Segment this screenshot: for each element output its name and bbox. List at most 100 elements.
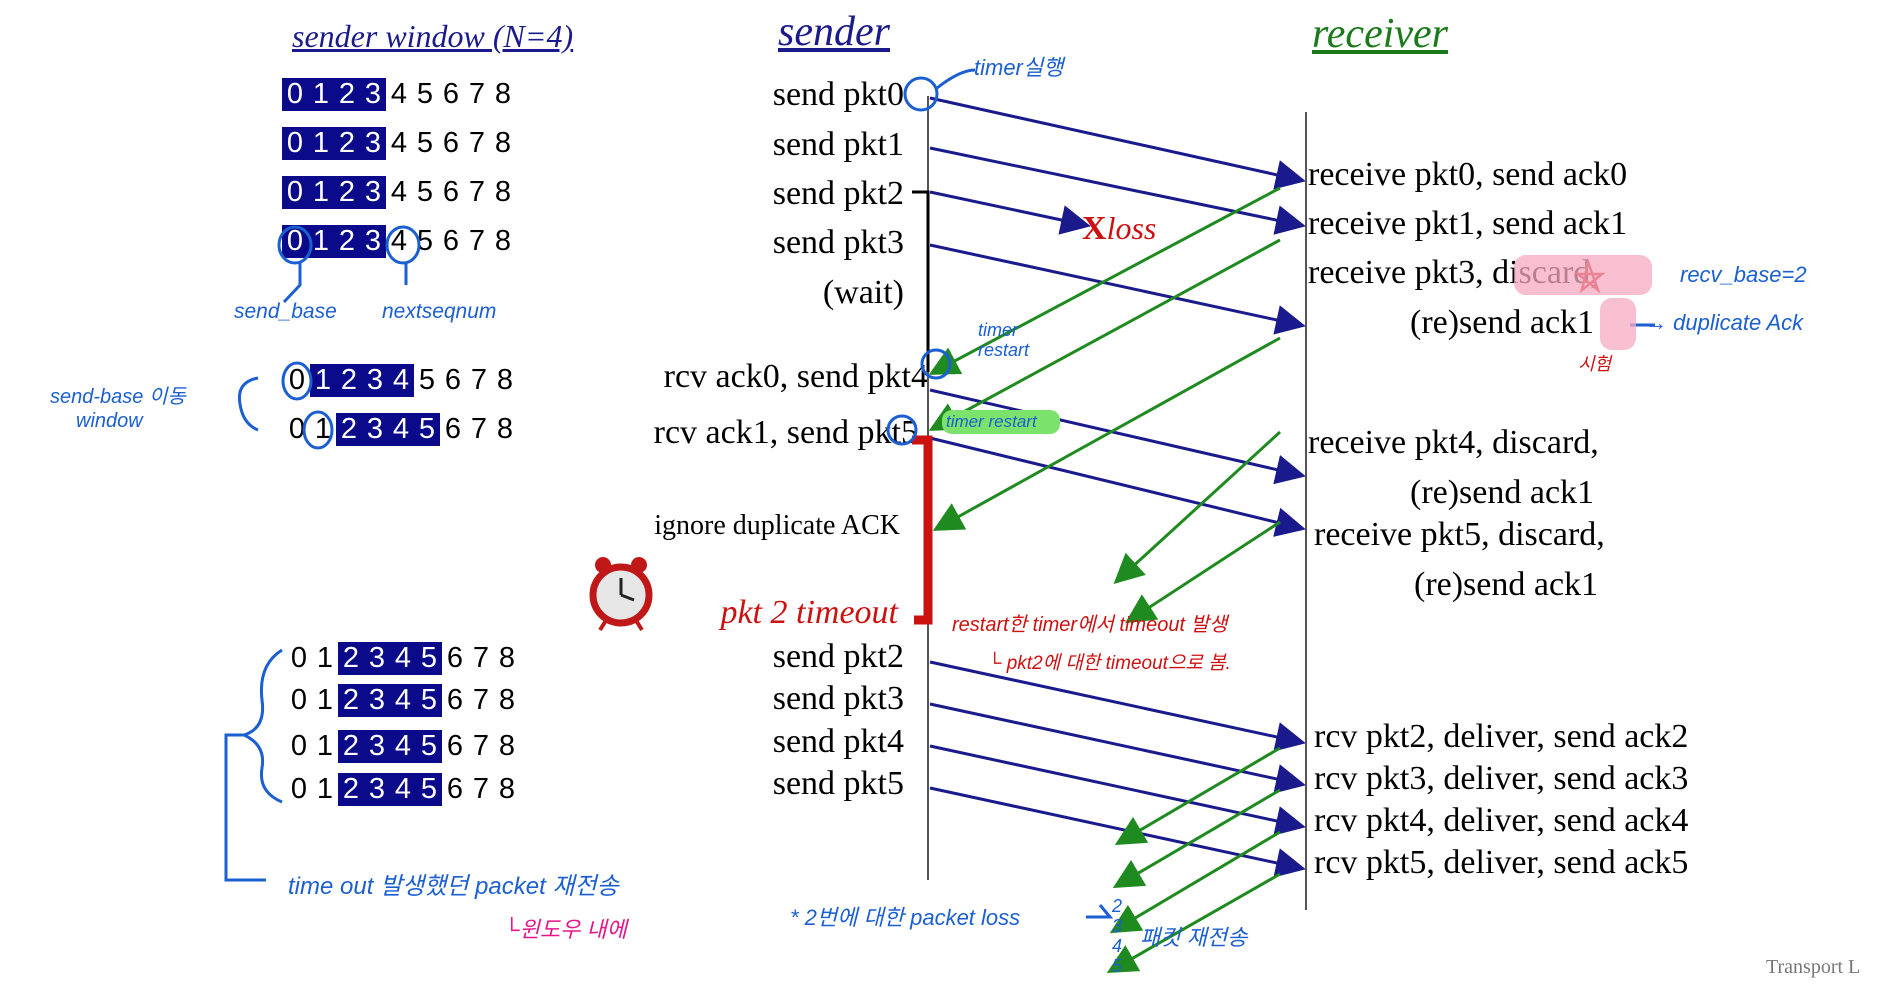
sender-event: send pkt3 bbox=[772, 224, 904, 261]
ack-highlight bbox=[1600, 298, 1636, 350]
resend-packets-note: 패킷 재전송 bbox=[1140, 925, 1248, 950]
sender-event: ignore duplicate ACK bbox=[654, 510, 900, 541]
resend-number: 4 bbox=[1112, 936, 1123, 956]
duplicate-ack-note: → duplicate Ack bbox=[1645, 310, 1804, 335]
sequence-number: 4 bbox=[390, 642, 416, 675]
ack-arrow bbox=[1112, 788, 1281, 889]
sender-event: send pkt1 bbox=[772, 126, 904, 163]
sequence-number: 7 bbox=[472, 684, 490, 716]
sequence-number: 8 bbox=[494, 225, 512, 257]
sequence-number: 6 bbox=[446, 730, 464, 762]
data-arrow bbox=[929, 786, 1306, 878]
sequence-number: 1 bbox=[316, 773, 334, 805]
resend-brace-leader bbox=[224, 733, 266, 882]
receiver-event: receive pkt4, discard, bbox=[1308, 424, 1599, 461]
sequence-number: 5 bbox=[416, 642, 442, 675]
sequence-number: 3 bbox=[364, 684, 390, 717]
loss-label: loss bbox=[1106, 210, 1157, 246]
sequence-number: 5 bbox=[416, 78, 434, 110]
restart-timeout-note: restart한 timer에서 timeout 발생 bbox=[952, 614, 1228, 636]
sequence-number: 4 bbox=[390, 78, 408, 110]
sender-event: rcv ack0, send pkt4 bbox=[663, 358, 928, 395]
sequence-number: 8 bbox=[498, 730, 516, 762]
data-arrow bbox=[929, 243, 1306, 335]
sequence-number: 8 bbox=[496, 413, 514, 445]
sender-title: sender bbox=[778, 9, 890, 55]
sender-event: (wait) bbox=[822, 274, 904, 311]
sequence-number: 5 bbox=[414, 413, 440, 446]
sequence-number: 3 bbox=[360, 225, 386, 258]
sequence-number: 0 bbox=[290, 642, 308, 674]
sequence-number: 7 bbox=[468, 78, 486, 110]
sequence-number: 1 bbox=[316, 730, 334, 762]
receiver-event: (re)send ack1 bbox=[1410, 474, 1595, 511]
recv-base-note: recv_base=2 bbox=[1680, 262, 1807, 287]
sequence-number: 5 bbox=[418, 364, 436, 396]
sequence-number: 3 bbox=[362, 364, 388, 397]
sequence-number: 1 bbox=[310, 364, 336, 397]
sender-event: send pkt5 bbox=[772, 765, 904, 802]
sequence-number: 8 bbox=[494, 176, 512, 208]
data-arrow bbox=[929, 96, 1306, 190]
sequence-number: 0 bbox=[290, 730, 308, 762]
timer-start-circle bbox=[903, 76, 939, 112]
send-base-bracket bbox=[237, 376, 259, 432]
sequence-number: 6 bbox=[446, 684, 464, 716]
sequence-number: 5 bbox=[416, 773, 442, 806]
nextseqnum-circle bbox=[385, 225, 421, 265]
sequence-number: 2 bbox=[336, 413, 362, 446]
sequence-number: 2 bbox=[338, 773, 364, 806]
sequence-number: 4 bbox=[390, 225, 408, 257]
loss-note-arrow bbox=[1086, 904, 1114, 919]
receiver-event: (re)send ack1 bbox=[1414, 566, 1599, 603]
sequence-number: 6 bbox=[446, 773, 464, 805]
sequence-number: 6 bbox=[442, 176, 460, 208]
sequence-number: 1 bbox=[308, 127, 334, 160]
footer-label: Transport L bbox=[1766, 956, 1861, 978]
resend-number-list: 2 3 4 5 bbox=[1112, 896, 1122, 976]
loss-x-icon: X bbox=[1082, 210, 1107, 247]
sequence-number: 8 bbox=[498, 642, 516, 674]
resend-number: 3 bbox=[1112, 916, 1123, 936]
receiver-event: receive pkt5, discard, bbox=[1314, 516, 1605, 553]
sequence-number: 7 bbox=[472, 642, 490, 674]
data-arrow bbox=[929, 702, 1306, 794]
sequence-number: 8 bbox=[494, 127, 512, 159]
sequence-number: 0 bbox=[282, 78, 308, 111]
sequence-number: 0 bbox=[290, 684, 308, 716]
sequence-number: 4 bbox=[390, 127, 408, 159]
sequence-number: 3 bbox=[360, 176, 386, 209]
sequence-number: 4 bbox=[390, 773, 416, 806]
ack-arrow bbox=[1113, 430, 1282, 585]
sequence-number: 4 bbox=[390, 730, 416, 763]
data-arrow bbox=[929, 744, 1306, 836]
sequence-number: 5 bbox=[416, 225, 434, 257]
sequence-number: 3 bbox=[360, 127, 386, 160]
loss-marker: Xloss bbox=[1082, 210, 1156, 248]
sequence-number: 5 bbox=[416, 127, 434, 159]
sequence-number: 1 bbox=[314, 413, 332, 445]
pkt2-timeout-note: └ pkt2에 대한 timeout으로 봄. bbox=[988, 653, 1231, 674]
timer-bracket bbox=[912, 190, 930, 372]
send-base-circle bbox=[302, 410, 334, 450]
sequence-number: 6 bbox=[444, 364, 462, 396]
sequence-number: 1 bbox=[308, 78, 334, 111]
sequence-number: 2 bbox=[334, 127, 360, 160]
receiver-event: (re)send ack1 bbox=[1410, 304, 1595, 341]
sequence-number: 8 bbox=[498, 684, 516, 716]
sequence-number: 3 bbox=[364, 730, 390, 763]
sequence-number: 4 bbox=[388, 364, 414, 397]
sequence-number: 7 bbox=[468, 225, 486, 257]
sequence-number: 7 bbox=[470, 413, 488, 445]
timer-start-note: timer실행 bbox=[974, 55, 1064, 80]
sequence-number: 1 bbox=[316, 642, 334, 674]
sequence-number: 2 bbox=[334, 78, 360, 111]
